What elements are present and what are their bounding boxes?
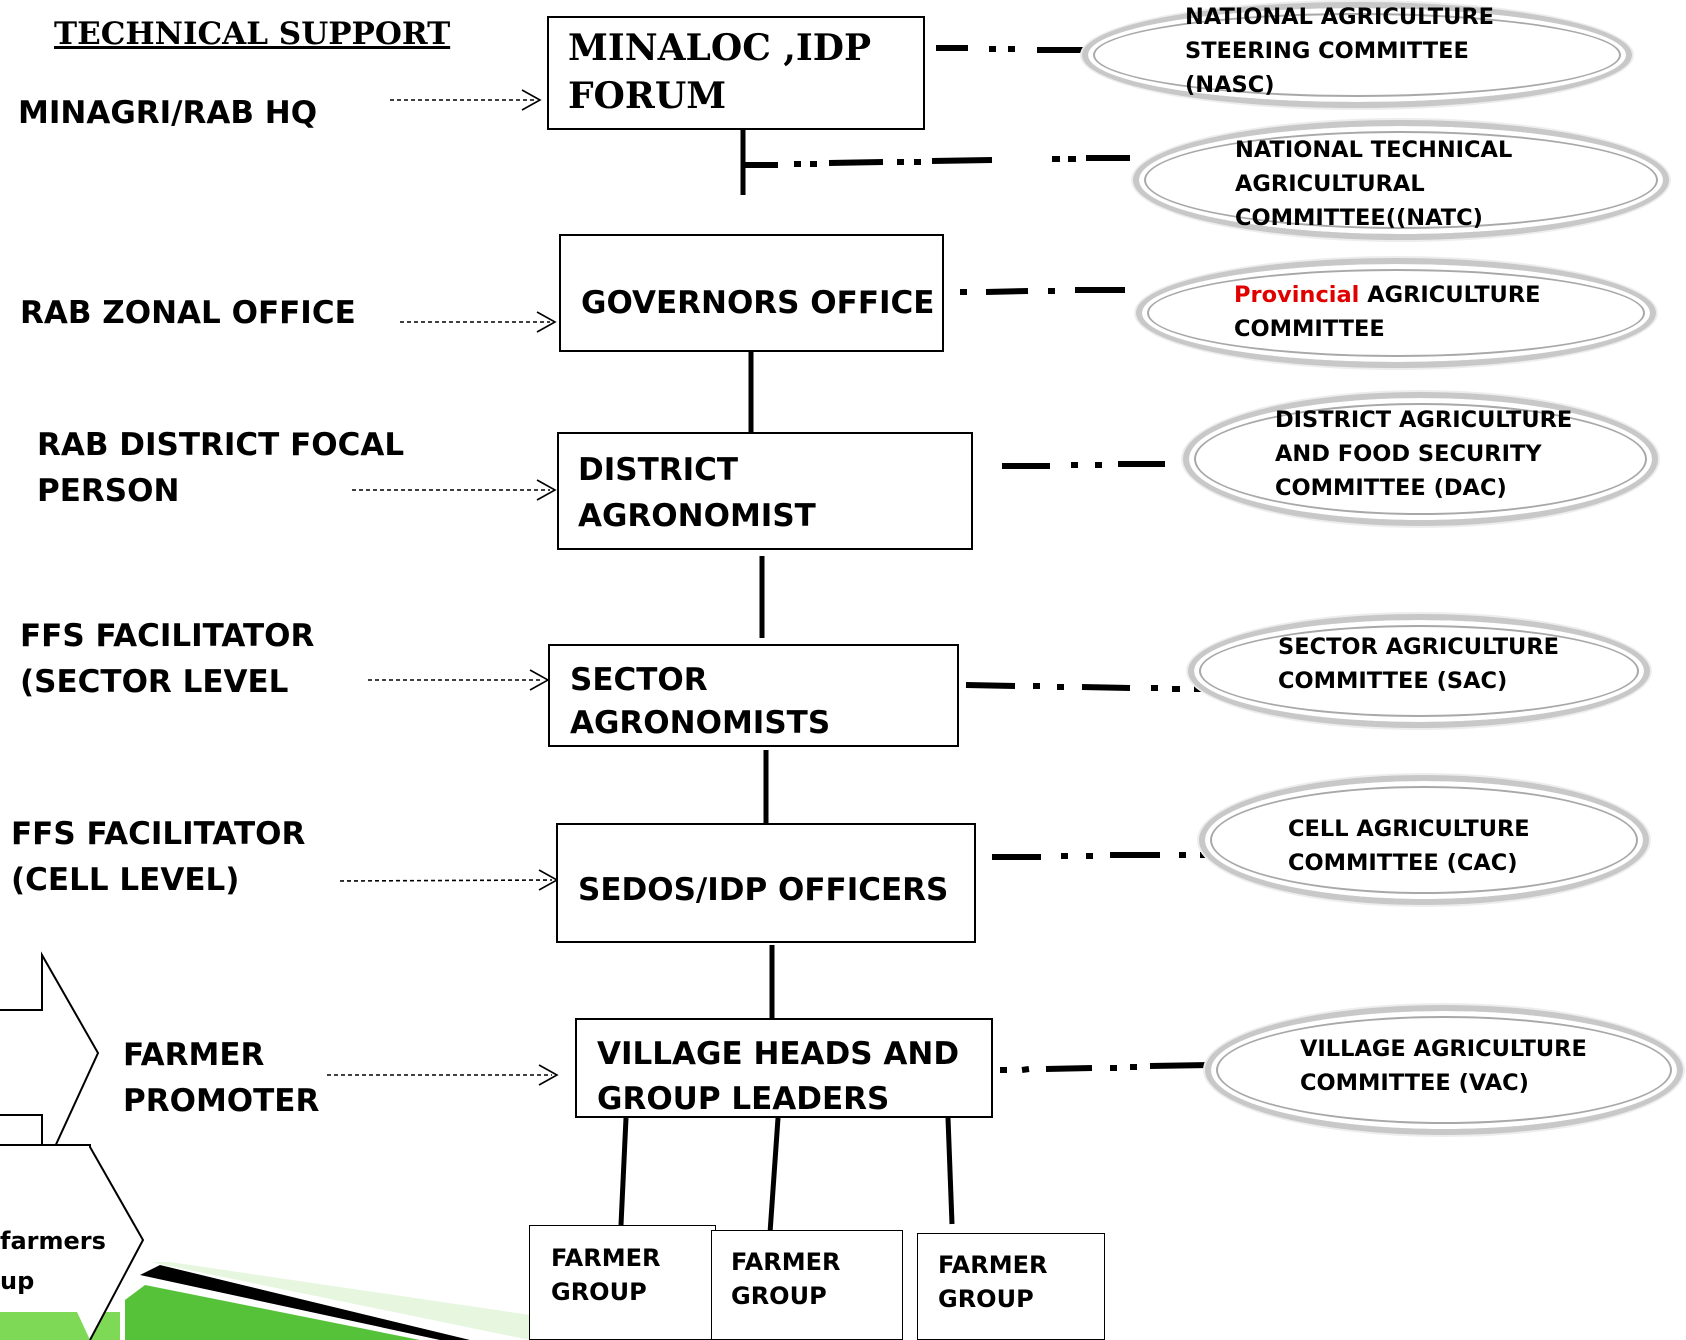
oval-dac: [1183, 392, 1658, 526]
box-district-agronomist: DISTRICT AGRONOMIST: [557, 432, 973, 550]
technical-support-heading: TECHNICAL SUPPORT: [54, 16, 451, 52]
oval-sac: [1188, 614, 1650, 728]
label-rab-zonal-office: RAB ZONAL OFFICE: [20, 295, 356, 331]
label-ffs-facilitator-sector: FFS FACILITATOR(SECTOR LEVEL: [20, 618, 315, 700]
box-minaloc-idp-forum: MINALOC ,IDP FORUM: [547, 16, 925, 130]
oval-natc: [1133, 120, 1669, 240]
oval-vac: [1205, 1005, 1683, 1135]
box-sector-agronomists: SECTOR AGRONOMISTS: [548, 644, 959, 747]
box-governors-office: GOVERNORS OFFICE: [559, 234, 944, 352]
oval-provincial: [1136, 258, 1656, 368]
box-village-heads: VILLAGE HEADS AND GROUP LEADERS: [575, 1018, 993, 1118]
oval-cac: [1199, 775, 1649, 905]
label-minagri-rab-hq: MINAGRI/RAB HQ: [18, 95, 318, 131]
oval-provincial-text: Provincial AGRICULTURE COMMITTEE: [1234, 282, 1541, 342]
label-ffs-facilitator-cell: FFS FACILITATOR(CELL LEVEL): [11, 816, 306, 898]
box-sedos-idp-officers: SEDOS/IDP OFFICERS: [556, 823, 976, 943]
oval-nasc: [1082, 2, 1632, 108]
